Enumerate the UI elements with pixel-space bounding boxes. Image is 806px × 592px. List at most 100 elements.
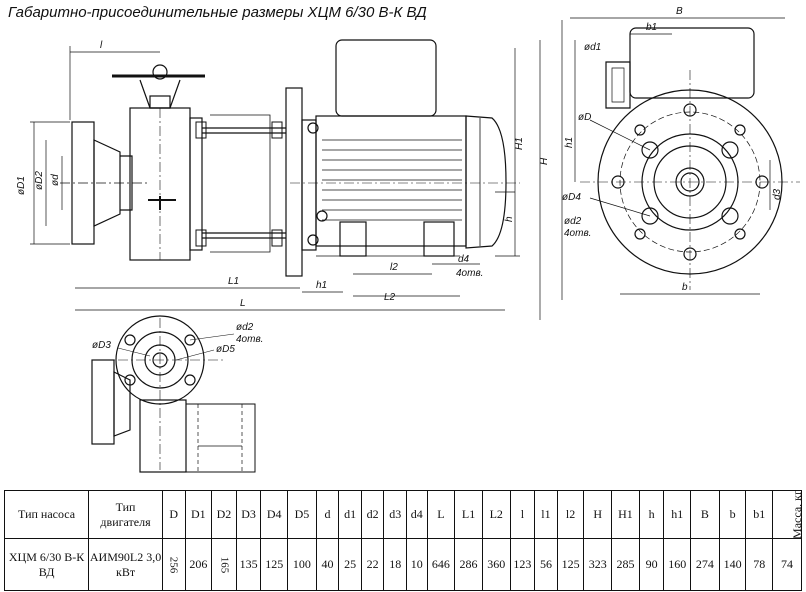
dim-4otv-a: 4отв. <box>456 268 483 279</box>
cell-L1: 286 <box>454 538 483 591</box>
cell-h: 90 <box>638 538 665 591</box>
header-d: d <box>315 490 340 539</box>
dim-b: b <box>682 282 688 293</box>
header-pump: Тип насоса <box>3 490 90 539</box>
side-view-dimensions <box>30 40 541 320</box>
header-h1: h1 <box>663 490 692 539</box>
side-view <box>60 39 520 277</box>
dim-L1: L1 <box>228 276 239 287</box>
cell-D5: 100 <box>287 538 317 591</box>
header-H1: H1 <box>611 490 640 539</box>
header-L: L <box>426 490 456 539</box>
cell-D2-value: 165 <box>217 556 230 574</box>
header-L1: L1 <box>454 490 483 539</box>
dim-b1: b1 <box>646 22 657 33</box>
header-motor: Тип двигателя <box>88 490 163 539</box>
dim-h1-front: h1 <box>564 137 575 148</box>
mounting-plate <box>285 87 303 277</box>
dim-L: L <box>240 298 246 309</box>
dim-d1: ød1 <box>584 42 601 53</box>
dim-D1: øD1 <box>16 176 27 195</box>
cell-D1: 206 <box>184 538 213 591</box>
dim-l: l <box>100 40 103 51</box>
header-d1: d1 <box>338 490 362 539</box>
dim-4otv-b: 4отв. <box>564 228 591 239</box>
cell-d2: 22 <box>360 538 385 591</box>
cell-motor: АИМ90L2 3,0 кВт <box>88 538 163 591</box>
header-l: l <box>509 490 536 539</box>
cell-l2: 125 <box>556 538 585 591</box>
header-L2: L2 <box>481 490 511 539</box>
dim-d2-front: ød2 <box>564 216 582 227</box>
cell-l1: 56 <box>534 538 558 591</box>
cell-B: 274 <box>690 538 720 591</box>
header-h: h <box>638 490 665 539</box>
motor-terminal-box <box>335 39 437 117</box>
cell-H: 323 <box>583 538 613 591</box>
header-d2: d2 <box>360 490 385 539</box>
header-D4: D4 <box>260 490 289 539</box>
cell-H1: 285 <box>611 538 640 591</box>
dim-D2: øD2 <box>34 171 45 190</box>
cell-d4: 10 <box>406 538 428 591</box>
header-B: B <box>690 490 720 539</box>
header-D1: D1 <box>184 490 213 539</box>
motor-fan-cover <box>465 115 507 249</box>
header-b: b <box>718 490 747 539</box>
front-motor-box <box>629 27 755 99</box>
header-D3: D3 <box>235 490 262 539</box>
dim-D5: øD5 <box>216 344 235 355</box>
dim-h1-side: h1 <box>316 280 327 291</box>
dim-D3: øD3 <box>92 340 111 351</box>
cell-D2: 165 <box>211 538 237 591</box>
dim-D: øD <box>578 112 591 123</box>
technical-drawing: l øD1 øD2 ød L1 L h1 l2 L2 d4 4отв. H1 H… <box>16 6 800 473</box>
cell-D3: 135 <box>235 538 262 591</box>
cell-D-value: 256 <box>167 556 180 574</box>
dim-L2: L2 <box>384 292 396 303</box>
dim-H1: H1 <box>514 137 525 150</box>
motor-foot-right <box>423 221 455 257</box>
bottom-body <box>139 399 187 473</box>
motor-body <box>315 115 467 247</box>
dim-D4: øD4 <box>562 192 581 203</box>
header-H: H <box>583 490 613 539</box>
dim-d4: d4 <box>458 254 470 265</box>
header-b1: b1 <box>745 490 774 539</box>
cell-D: 256 <box>161 538 186 591</box>
cell-L2: 360 <box>481 538 511 591</box>
front-view-dimensions <box>561 17 785 300</box>
cell-D4: 125 <box>260 538 289 591</box>
header-mass-label: Масса, кг <box>790 490 802 539</box>
dim-l2: l2 <box>390 262 398 273</box>
cell-pump: ХЦМ 6/30 В-К ВД <box>3 538 90 591</box>
dim-4otv-c: 4отв. <box>236 334 263 345</box>
cell-d: 40 <box>315 538 340 591</box>
motor-foot-left <box>339 221 367 257</box>
cell-d3: 18 <box>383 538 408 591</box>
header-d3: d3 <box>383 490 408 539</box>
header-d4: d4 <box>406 490 428 539</box>
cell-d1: 25 <box>338 538 362 591</box>
header-D2: D2 <box>211 490 237 539</box>
dim-d3: d3 <box>772 188 783 200</box>
cell-b1: 78 <box>745 538 774 591</box>
dim-B: B <box>676 6 683 17</box>
cell-l: 123 <box>509 538 536 591</box>
drawing-title: Габаритно-присоединительные размеры ХЦМ … <box>8 4 427 21</box>
header-D: D <box>161 490 186 539</box>
cell-L: 646 <box>426 538 456 591</box>
dim-H: H <box>539 157 550 165</box>
dim-d2-bottom: ød2 <box>236 322 254 333</box>
header-l1: l1 <box>534 490 558 539</box>
cell-mass: 74 <box>772 538 802 591</box>
header-l2: l2 <box>556 490 585 539</box>
cell-b: 140 <box>718 538 747 591</box>
dim-h: h <box>504 216 515 222</box>
header-mass: Масса, кг <box>772 490 802 539</box>
bottom-view <box>91 315 256 473</box>
cell-h1: 160 <box>663 538 692 591</box>
